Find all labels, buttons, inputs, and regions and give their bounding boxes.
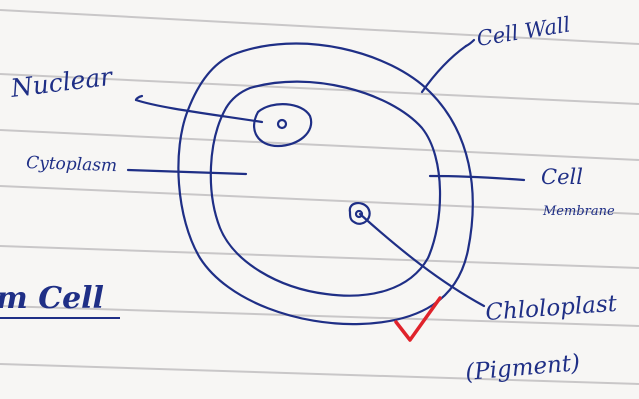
heading-fragment: m Cell [0,281,104,316]
label-cell-membrane-line1: Cell [541,165,583,189]
label-cytoplasm: Cytoplasm [26,153,118,176]
label-cell-membrane-line2: Membrane [542,204,615,219]
